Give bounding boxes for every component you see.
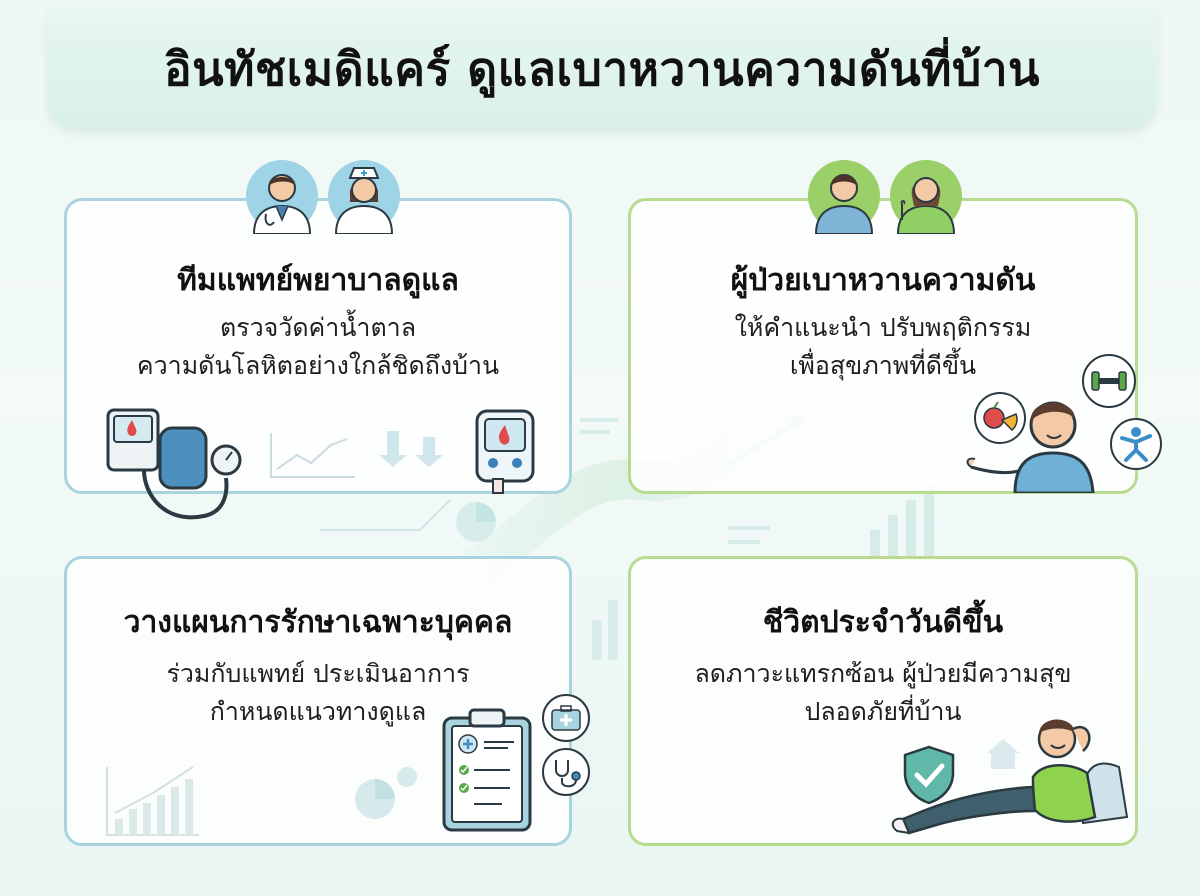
medical-kit-bubble-icon xyxy=(542,694,590,742)
bar-chart-icon xyxy=(106,766,199,836)
card-desc-line: ให้คำแนะนำ ปรับพฤติกรรม xyxy=(734,313,1032,342)
glucose-meter-icon xyxy=(475,409,535,494)
card-better-life: ชีวิตประจำวันดีขึ้น ลดภาวะแทรกซ้อน ผู้ป่… xyxy=(628,556,1138,846)
stethoscope-bubble-icon xyxy=(542,748,590,796)
card-desc-line: ความดันโลหิตอย่างใกล้ชิดถึงบ้าน xyxy=(136,351,500,380)
card-description: ให้คำแนะนำ ปรับพฤติกรรม เพื่อสุขภาพที่ดี… xyxy=(631,309,1135,385)
card-patient: ผู้ป่วยเบาหวานความดัน ให้คำแนะนำ ปรับพฤต… xyxy=(628,198,1138,494)
card-desc-line: กำหนดแนวทางดูแล xyxy=(209,697,427,726)
pie-chart-icon xyxy=(355,767,417,819)
blood-pressure-monitor-icon xyxy=(106,408,242,520)
card-desc-line: เพื่อสุขภาพที่ดีขึ้น xyxy=(789,351,977,380)
card-title: ผู้ป่วยเบาหวานความดัน xyxy=(730,263,1036,298)
card-description: ร่วมกับแพทย์ ประเมินอาการ กำหนดแนวทางดูแ… xyxy=(67,655,569,731)
card-desc-line: ลดภาวะแทรกซ้อน ผู้ป่วยมีความสุข xyxy=(694,659,1072,688)
card-desc-line: ปลอดภัยที่บ้าน xyxy=(804,697,962,726)
card-title: ทีมแพทย์พยาบาลดูแล xyxy=(177,263,459,298)
male-patient-avatar-icon xyxy=(808,160,880,234)
dumbbell-bubble-icon xyxy=(1082,354,1136,408)
exercise-bubble-icon xyxy=(1110,418,1162,470)
card-title: วางแผนการรักษาเฉพาะบุคคล xyxy=(123,605,513,640)
card-desc-line: ตรวจวัดค่าน้ำตาล xyxy=(219,313,417,342)
bg-bar-chart-icon xyxy=(870,485,934,560)
female-patient-avatar-icon xyxy=(890,160,962,234)
relaxing-man-icon xyxy=(891,719,1129,835)
page-title: อินทัชเมดิแคร์ ดูแลเบาหวานความดันที่บ้าน xyxy=(164,41,1040,96)
card-description: ตรวจวัดค่าน้ำตาล ความดันโลหิตอย่างใกล้ชิ… xyxy=(67,309,569,385)
card-description: ลดภาวะแทรกซ้อน ผู้ป่วยมีความสุข ปลอดภัยท… xyxy=(631,655,1135,731)
clipboard-icon xyxy=(442,708,532,832)
trend-chart-icon xyxy=(270,433,355,478)
card-desc-line: ร่วมกับแพทย์ ประเมินอาการ xyxy=(166,659,470,688)
doctor-avatar-icon xyxy=(246,160,318,234)
card-title: ชีวิตประจำวันดีขึ้น xyxy=(762,605,1004,640)
title-banner: อินทัชเมดิแคร์ ดูแลเบาหวานความดันที่บ้าน xyxy=(48,10,1156,128)
down-arrows-icon xyxy=(379,431,443,467)
shield-check-icon xyxy=(903,745,955,805)
fruit-bubble-icon xyxy=(974,392,1026,444)
patient-man-icon xyxy=(966,401,1095,493)
house-icon xyxy=(987,739,1019,769)
nurse-avatar-icon xyxy=(328,160,400,234)
